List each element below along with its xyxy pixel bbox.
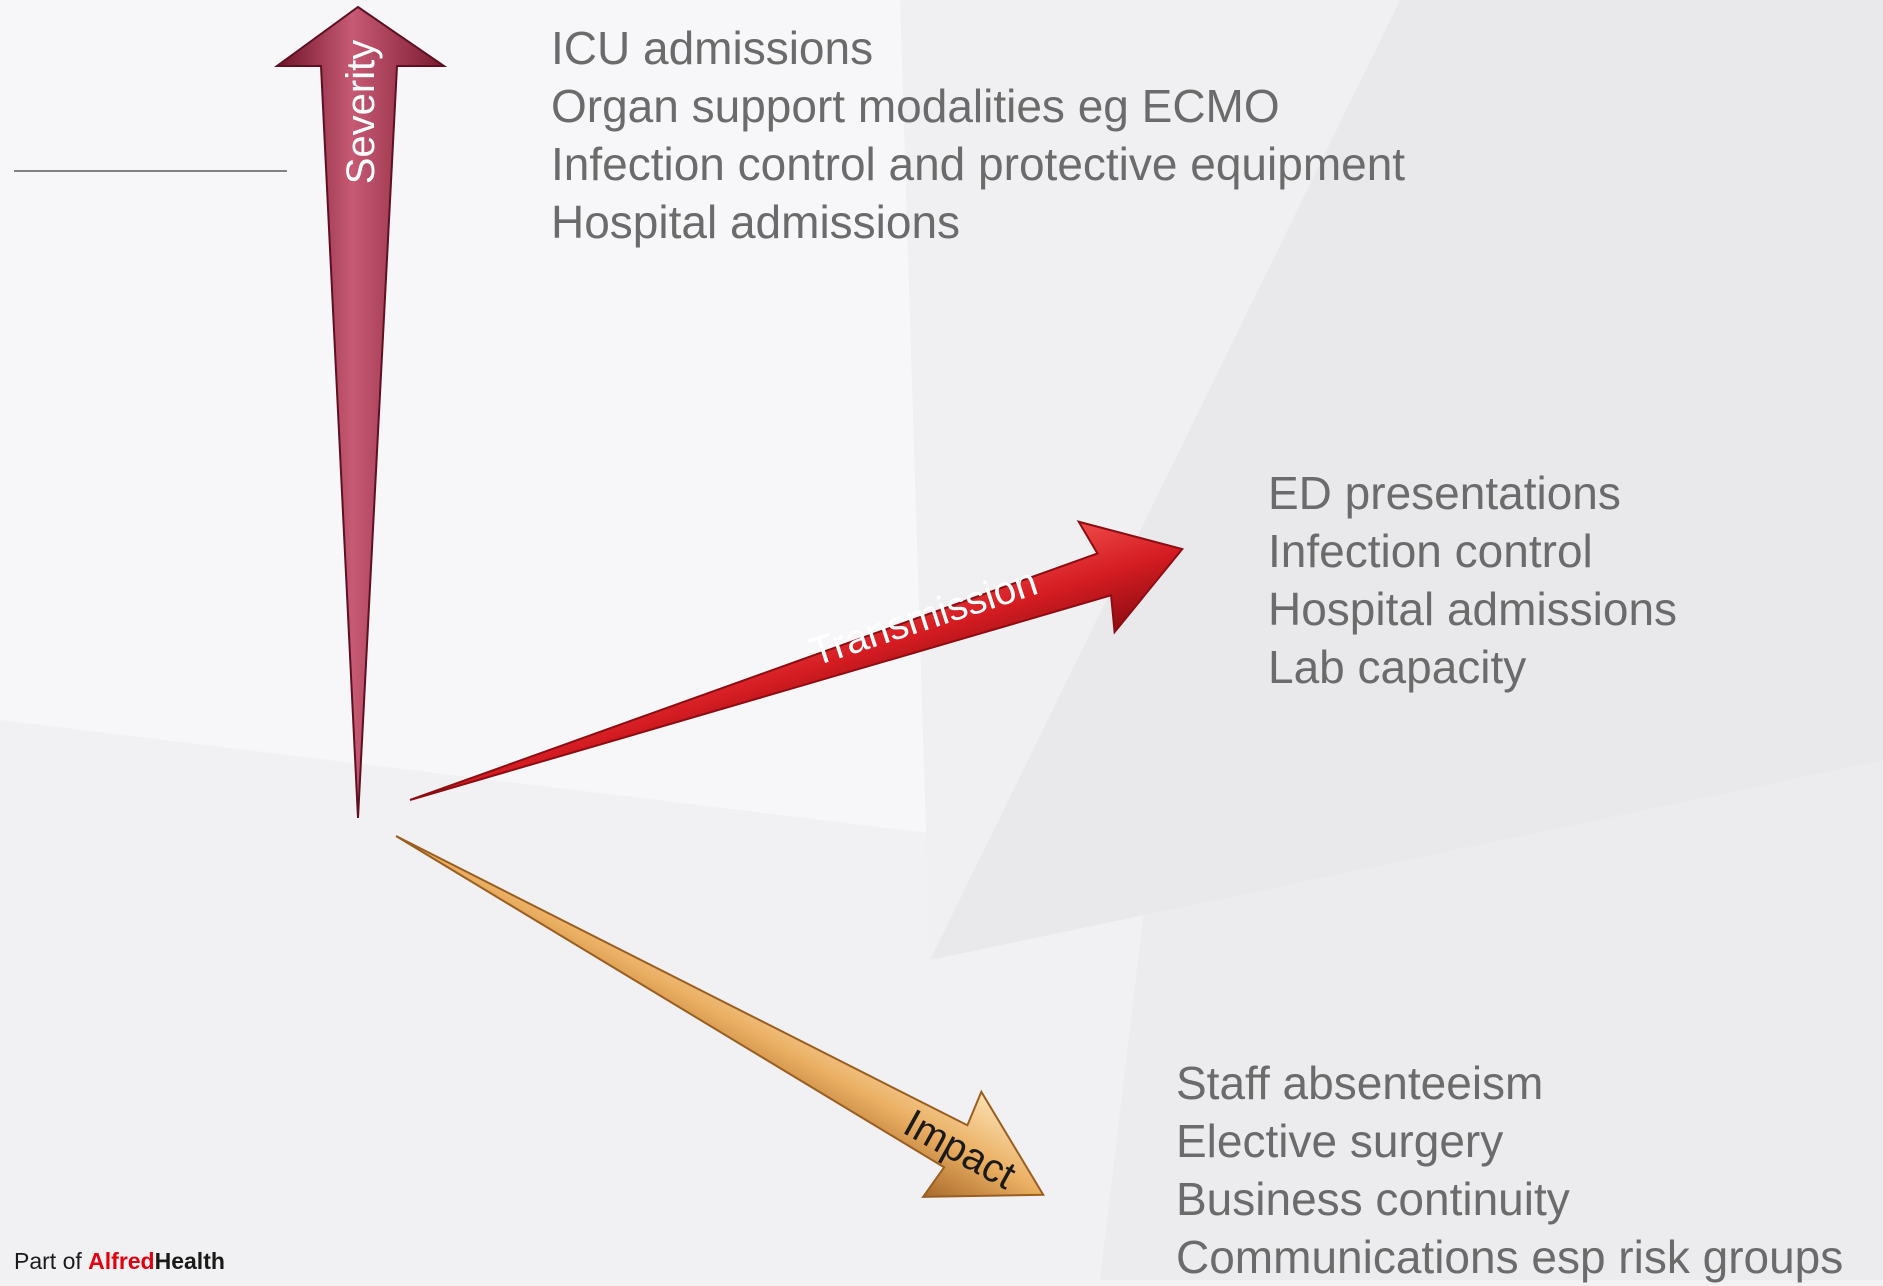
footer-prefix: Part of (14, 1248, 82, 1274)
list-item: ICU admissions (551, 22, 874, 74)
top-divider-line (14, 170, 287, 172)
list-item: Staff absenteeism (1176, 1057, 1544, 1109)
list-item: Hospital admissions (1268, 583, 1678, 635)
brand-logo-health: Health (154, 1248, 225, 1274)
list-item: Elective surgery (1176, 1115, 1504, 1167)
impact-arrow: Impact (395, 835, 1045, 1198)
list-item: Business continuity (1176, 1173, 1570, 1225)
list-item: Communications esp risk groups (1176, 1231, 1844, 1283)
severity-arrow: Severity (273, 5, 448, 819)
impact-indicators-list: Staff absenteeism Elective surgery Busin… (1176, 1054, 1843, 1286)
transmission-arrow: Transmission (409, 520, 1185, 801)
severity-indicators-list: ICU admissions Organ support modalities … (551, 19, 1405, 251)
transmission-indicators-list: ED presentations Infection control Hospi… (1268, 464, 1677, 696)
list-item: ED presentations (1268, 467, 1621, 519)
brand-logo-alfred: Alfred (88, 1248, 155, 1274)
severity-arrow-label: Severity (339, 40, 383, 185)
list-item: Organ support modalities eg ECMO (551, 80, 1280, 132)
list-item: Lab capacity (1268, 641, 1527, 693)
list-item: Infection control (1268, 525, 1593, 577)
footer-brand: Part of AlfredHealth (14, 1248, 225, 1275)
list-item: Hospital admissions (551, 196, 961, 248)
list-item: Infection control and protective equipme… (551, 138, 1406, 190)
